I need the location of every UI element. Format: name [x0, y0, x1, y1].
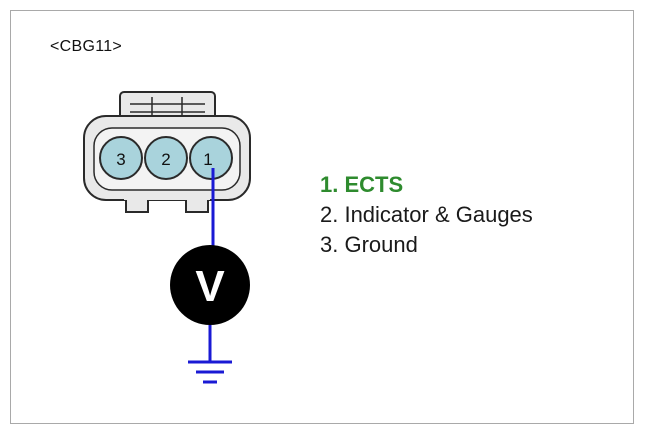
- connector-id-label: <CBG11>: [50, 38, 123, 55]
- legend-item-ects: 1. ECTS: [320, 172, 404, 197]
- connector-key-bridge: [124, 196, 210, 200]
- pin-3-label: 3: [116, 150, 125, 169]
- pin-1-label: 1: [203, 150, 212, 169]
- voltmeter: V: [170, 245, 250, 325]
- legend-item-ground: 3. Ground: [320, 232, 418, 257]
- pin-3: [99, 136, 143, 180]
- ground-icon: [188, 360, 232, 384]
- voltmeter-body: [170, 245, 250, 325]
- diagram-frame: [10, 10, 634, 424]
- pin-2-label: 2: [161, 150, 170, 169]
- connector-key: [185, 197, 209, 213]
- legend-item-indicator-gauges: 2. Indicator & Gauges: [320, 202, 533, 227]
- pin-2: [144, 136, 188, 180]
- pin-legend: 1. ECTS 2. Indicator & Gauges 3. Ground: [320, 170, 533, 260]
- connector-key: [125, 197, 149, 213]
- voltmeter-symbol: V: [195, 262, 225, 311]
- connector-pins: 3 2 1: [99, 136, 233, 180]
- pin-1: [189, 136, 233, 180]
